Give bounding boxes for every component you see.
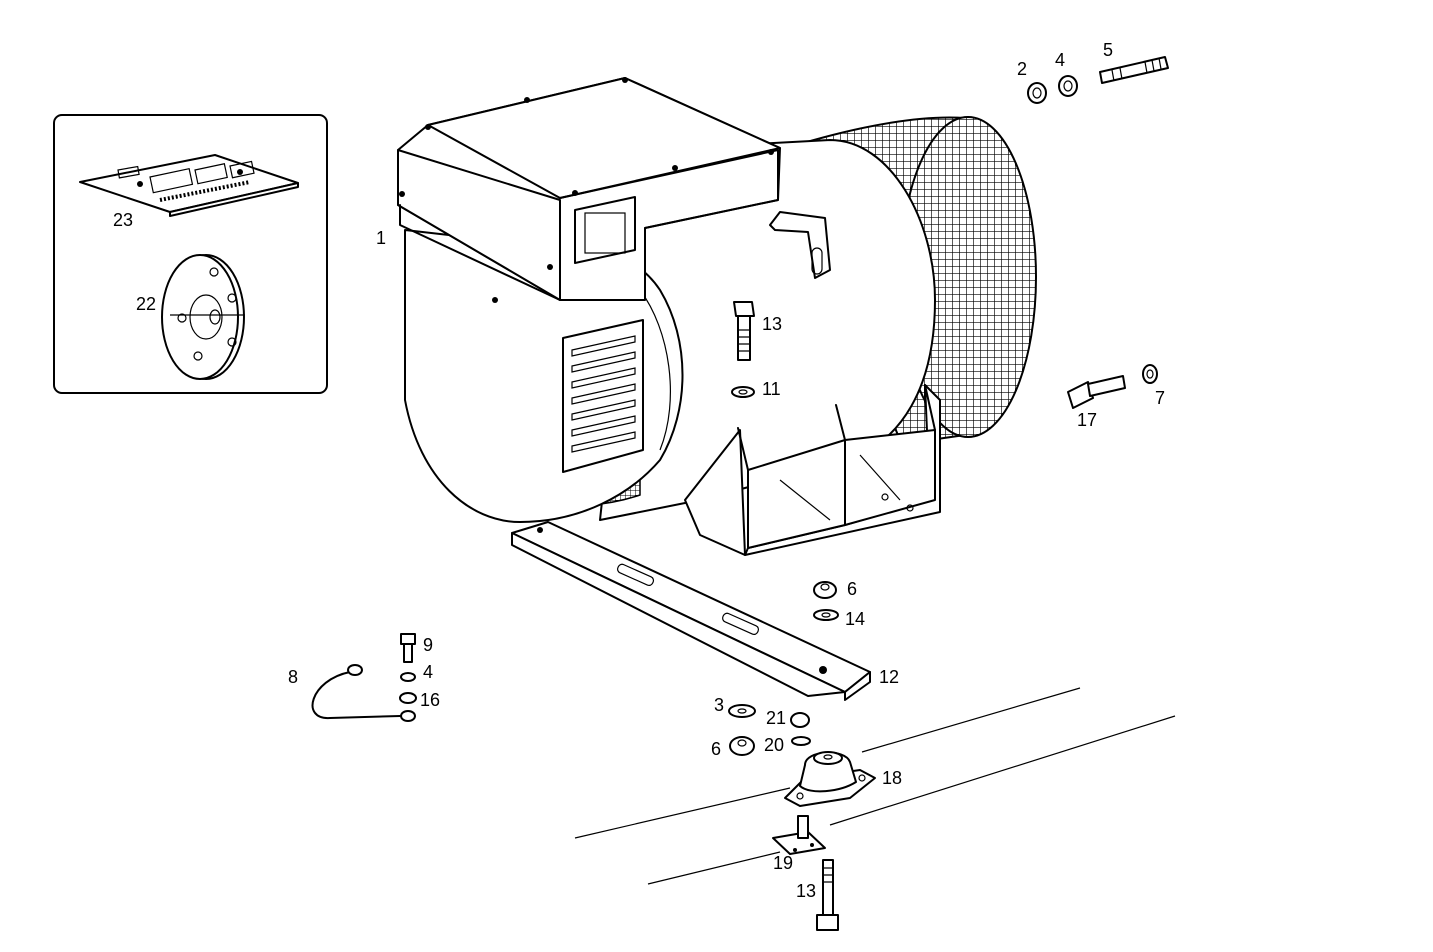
hardware-9-4-16: [399, 633, 417, 704]
part-label-16: 16: [420, 690, 441, 710]
hardware-17-7: [1067, 364, 1158, 409]
floor-lines: [574, 687, 1176, 885]
anti-vibration-mount-part-18: [784, 751, 876, 807]
hardware-13-bottom: [816, 859, 839, 931]
part-label-2: 2: [1017, 59, 1028, 79]
part-label-6-top: 6: [847, 579, 858, 599]
part-label-18: 18: [882, 768, 903, 788]
hardware-2-4-5: [1027, 56, 1169, 104]
part-label-21: 21: [766, 708, 787, 728]
hardware-3-21-6-20: [728, 704, 811, 756]
mounting-rail-part-12: [511, 521, 871, 701]
plate-part-19: [772, 815, 826, 855]
part-label-20: 20: [764, 735, 785, 755]
flange-disc-part-22: [161, 254, 245, 380]
part-label-5: 5: [1103, 40, 1114, 60]
part-label-1: 1: [376, 228, 387, 248]
part-label-3: 3: [714, 695, 725, 715]
part-label-17: 17: [1077, 410, 1098, 430]
part-label-12: 12: [879, 667, 900, 687]
hardware-6-14-top: [813, 581, 839, 621]
part-label-13-bottom: 13: [796, 881, 817, 901]
part-label-6-bottom: 6: [711, 739, 722, 759]
part-label-7: 7: [1155, 388, 1166, 408]
inset-box: [53, 114, 328, 394]
part-label-19: 19: [773, 853, 794, 873]
hardware-13-11-top: [731, 301, 755, 398]
part-label-4-top: 4: [1055, 50, 1066, 70]
part-label-11: 11: [762, 379, 781, 399]
part-label-4-bottom: 4: [423, 662, 434, 682]
part-label-22: 22: [136, 294, 157, 314]
circuit-board-part-23: [79, 154, 299, 217]
part-label-13-top: 13: [762, 314, 783, 334]
part-label-14: 14: [845, 609, 866, 629]
alternator-housing-part-1: [397, 77, 1037, 556]
part-label-8: 8: [288, 667, 299, 687]
part-label-9: 9: [423, 635, 434, 655]
part-label-23: 23: [113, 210, 134, 230]
earth-strap-part-8: [311, 664, 416, 722]
